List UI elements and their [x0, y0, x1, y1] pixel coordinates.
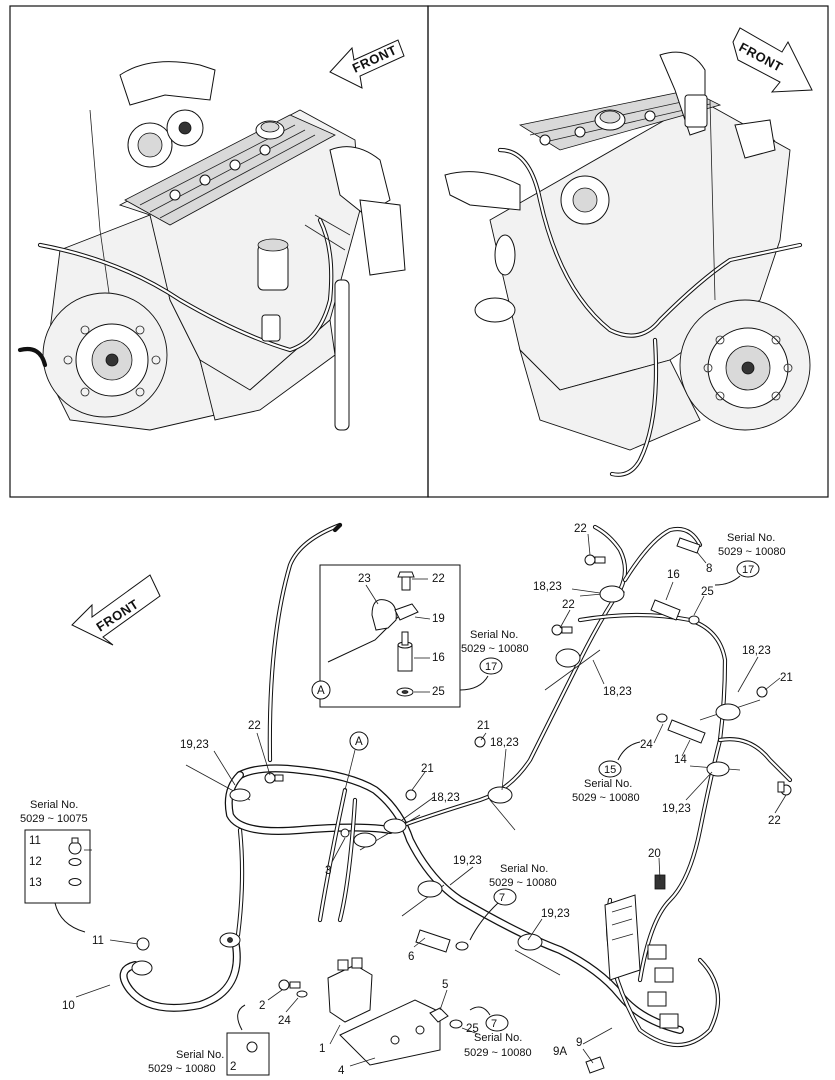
- svg-text:5029 ~ 10080: 5029 ~ 10080: [461, 643, 529, 655]
- front-arrow-right: FRONT: [732, 27, 813, 93]
- serial-note-17-detail: Serial No. 5029 ~ 10080 17: [459, 629, 529, 691]
- callout-18-23-right: 18,23: [742, 645, 771, 657]
- detail-a-label: A: [317, 685, 325, 697]
- front-label-left: FRONT: [350, 42, 399, 76]
- front-arrow-left: FRONT: [329, 39, 405, 89]
- callout-12: 12: [29, 856, 42, 868]
- callout-25-lower: 25: [466, 1023, 479, 1035]
- callout-20: 20: [648, 848, 661, 860]
- callout-numbers: 22 8 18,23 16 22 25 18,23 18,23 21 22 19…: [29, 523, 793, 1077]
- callout-18-23-left: 18,23: [431, 792, 460, 804]
- callout-3: 3: [325, 865, 331, 877]
- callout-24-right: 24: [640, 739, 653, 751]
- callout-19-23-right: 19,23: [662, 803, 691, 815]
- svg-text:A: A: [355, 736, 363, 748]
- hardware-pieces: [68, 537, 792, 1074]
- callout-24: 24: [278, 1015, 291, 1027]
- callout-25: 25: [701, 586, 714, 598]
- detail-a-marker: A: [344, 731, 369, 791]
- callout-2-box: 2: [230, 1061, 236, 1073]
- svg-text:5029 ~ 10080: 5029 ~ 10080: [718, 546, 786, 558]
- callout-9a: 9A: [553, 1046, 567, 1058]
- callout-2: 2: [259, 1000, 265, 1012]
- main-harness: [224, 522, 793, 1048]
- svg-text:15: 15: [604, 764, 616, 776]
- ecu-connector-20: [604, 874, 679, 1029]
- svg-text:Serial No.: Serial No.: [30, 799, 78, 811]
- callout-5: 5: [442, 979, 448, 991]
- callout-11-box: 11: [29, 835, 41, 847]
- svg-text:Serial No.: Serial No.: [176, 1049, 224, 1061]
- callout-4: 4: [338, 1065, 345, 1077]
- svg-text:17: 17: [742, 564, 754, 576]
- svg-text:5029 ~ 10080: 5029 ~ 10080: [464, 1047, 532, 1059]
- callout-13: 13: [29, 877, 42, 889]
- svg-text:5029 ~ 10080: 5029 ~ 10080: [148, 1063, 216, 1075]
- callout-25-detail: 25: [432, 686, 445, 698]
- svg-text:Serial No.: Serial No.: [500, 863, 548, 875]
- right-engine-illustration: [444, 51, 811, 477]
- callout-1: 1: [319, 1043, 325, 1055]
- callout-19-23-lower: 19,23: [541, 908, 570, 920]
- serial-note-15: 15 Serial No. 5029 ~ 10080: [572, 741, 641, 804]
- left-engine-illustration: [17, 61, 406, 431]
- callout-16: 16: [667, 569, 680, 581]
- callout-9: 9: [576, 1037, 582, 1049]
- svg-text:Serial No.: Serial No.: [470, 629, 518, 641]
- svg-text:Serial No.: Serial No.: [584, 778, 632, 790]
- callout-22-mid: 22: [562, 599, 575, 611]
- callout-19-23-center: 19,23: [453, 855, 482, 867]
- svg-text:5029 ~ 10080: 5029 ~ 10080: [572, 792, 640, 804]
- callout-23-detail: 23: [358, 573, 371, 585]
- ground-cable-10: [119, 932, 241, 1012]
- svg-text:17: 17: [485, 661, 497, 673]
- callout-21-right: 21: [780, 672, 793, 684]
- serial-note-7-middle: Serial No. 5029 ~ 10080 7: [469, 863, 557, 941]
- svg-text:5029 ~ 10075: 5029 ~ 10075: [20, 813, 88, 825]
- callout-16-detail: 16: [432, 652, 445, 664]
- callout-22-detail: 22: [432, 573, 445, 585]
- callout-22-left: 22: [248, 720, 261, 732]
- callout-10: 10: [62, 1000, 75, 1012]
- svg-text:Serial No.: Serial No.: [474, 1032, 522, 1044]
- serial-note-7-bottom: 7 Serial No. 5029 ~ 10080: [464, 1006, 532, 1059]
- svg-text:Serial No.: Serial No.: [727, 532, 775, 544]
- callout-22-top: 22: [574, 523, 587, 535]
- cable-ties: [185, 585, 761, 976]
- detail-a-box: A 23 22 19 16 25: [311, 564, 461, 708]
- callout-14: 14: [674, 754, 687, 766]
- serial-box-2: Serial No. 5029 ~ 10080: [148, 1004, 270, 1076]
- svg-text:7: 7: [499, 892, 505, 904]
- callout-18-23-top: 18,23: [533, 581, 562, 593]
- callout-19-23-left: 19,23: [180, 739, 209, 751]
- right-engine-view-frame: [427, 5, 829, 498]
- serial-box-11-13: Serial No. 5029 ~ 10075: [20, 799, 91, 933]
- callout-22-right: 22: [768, 815, 781, 827]
- callout-21-center: 21: [477, 720, 490, 732]
- callout-18-23-center: 18,23: [490, 737, 519, 749]
- front-arrow-bottom: FRONT: [71, 574, 161, 646]
- leader-lines: [75, 533, 787, 1067]
- callout-11: 11: [92, 935, 104, 947]
- callout-6: 6: [408, 951, 414, 963]
- callout-18-23-mid: 18,23: [603, 686, 632, 698]
- relay-1-bracket-4: [278, 929, 469, 1066]
- svg-text:5029 ~ 10080: 5029 ~ 10080: [489, 877, 557, 889]
- callout-8: 8: [706, 563, 712, 575]
- callout-21-left: 21: [421, 763, 434, 775]
- svg-text:7: 7: [491, 1018, 497, 1030]
- callout-19-detail: 19: [432, 613, 445, 625]
- serial-note-17-top: Serial No. 5029 ~ 10080 17: [714, 532, 786, 586]
